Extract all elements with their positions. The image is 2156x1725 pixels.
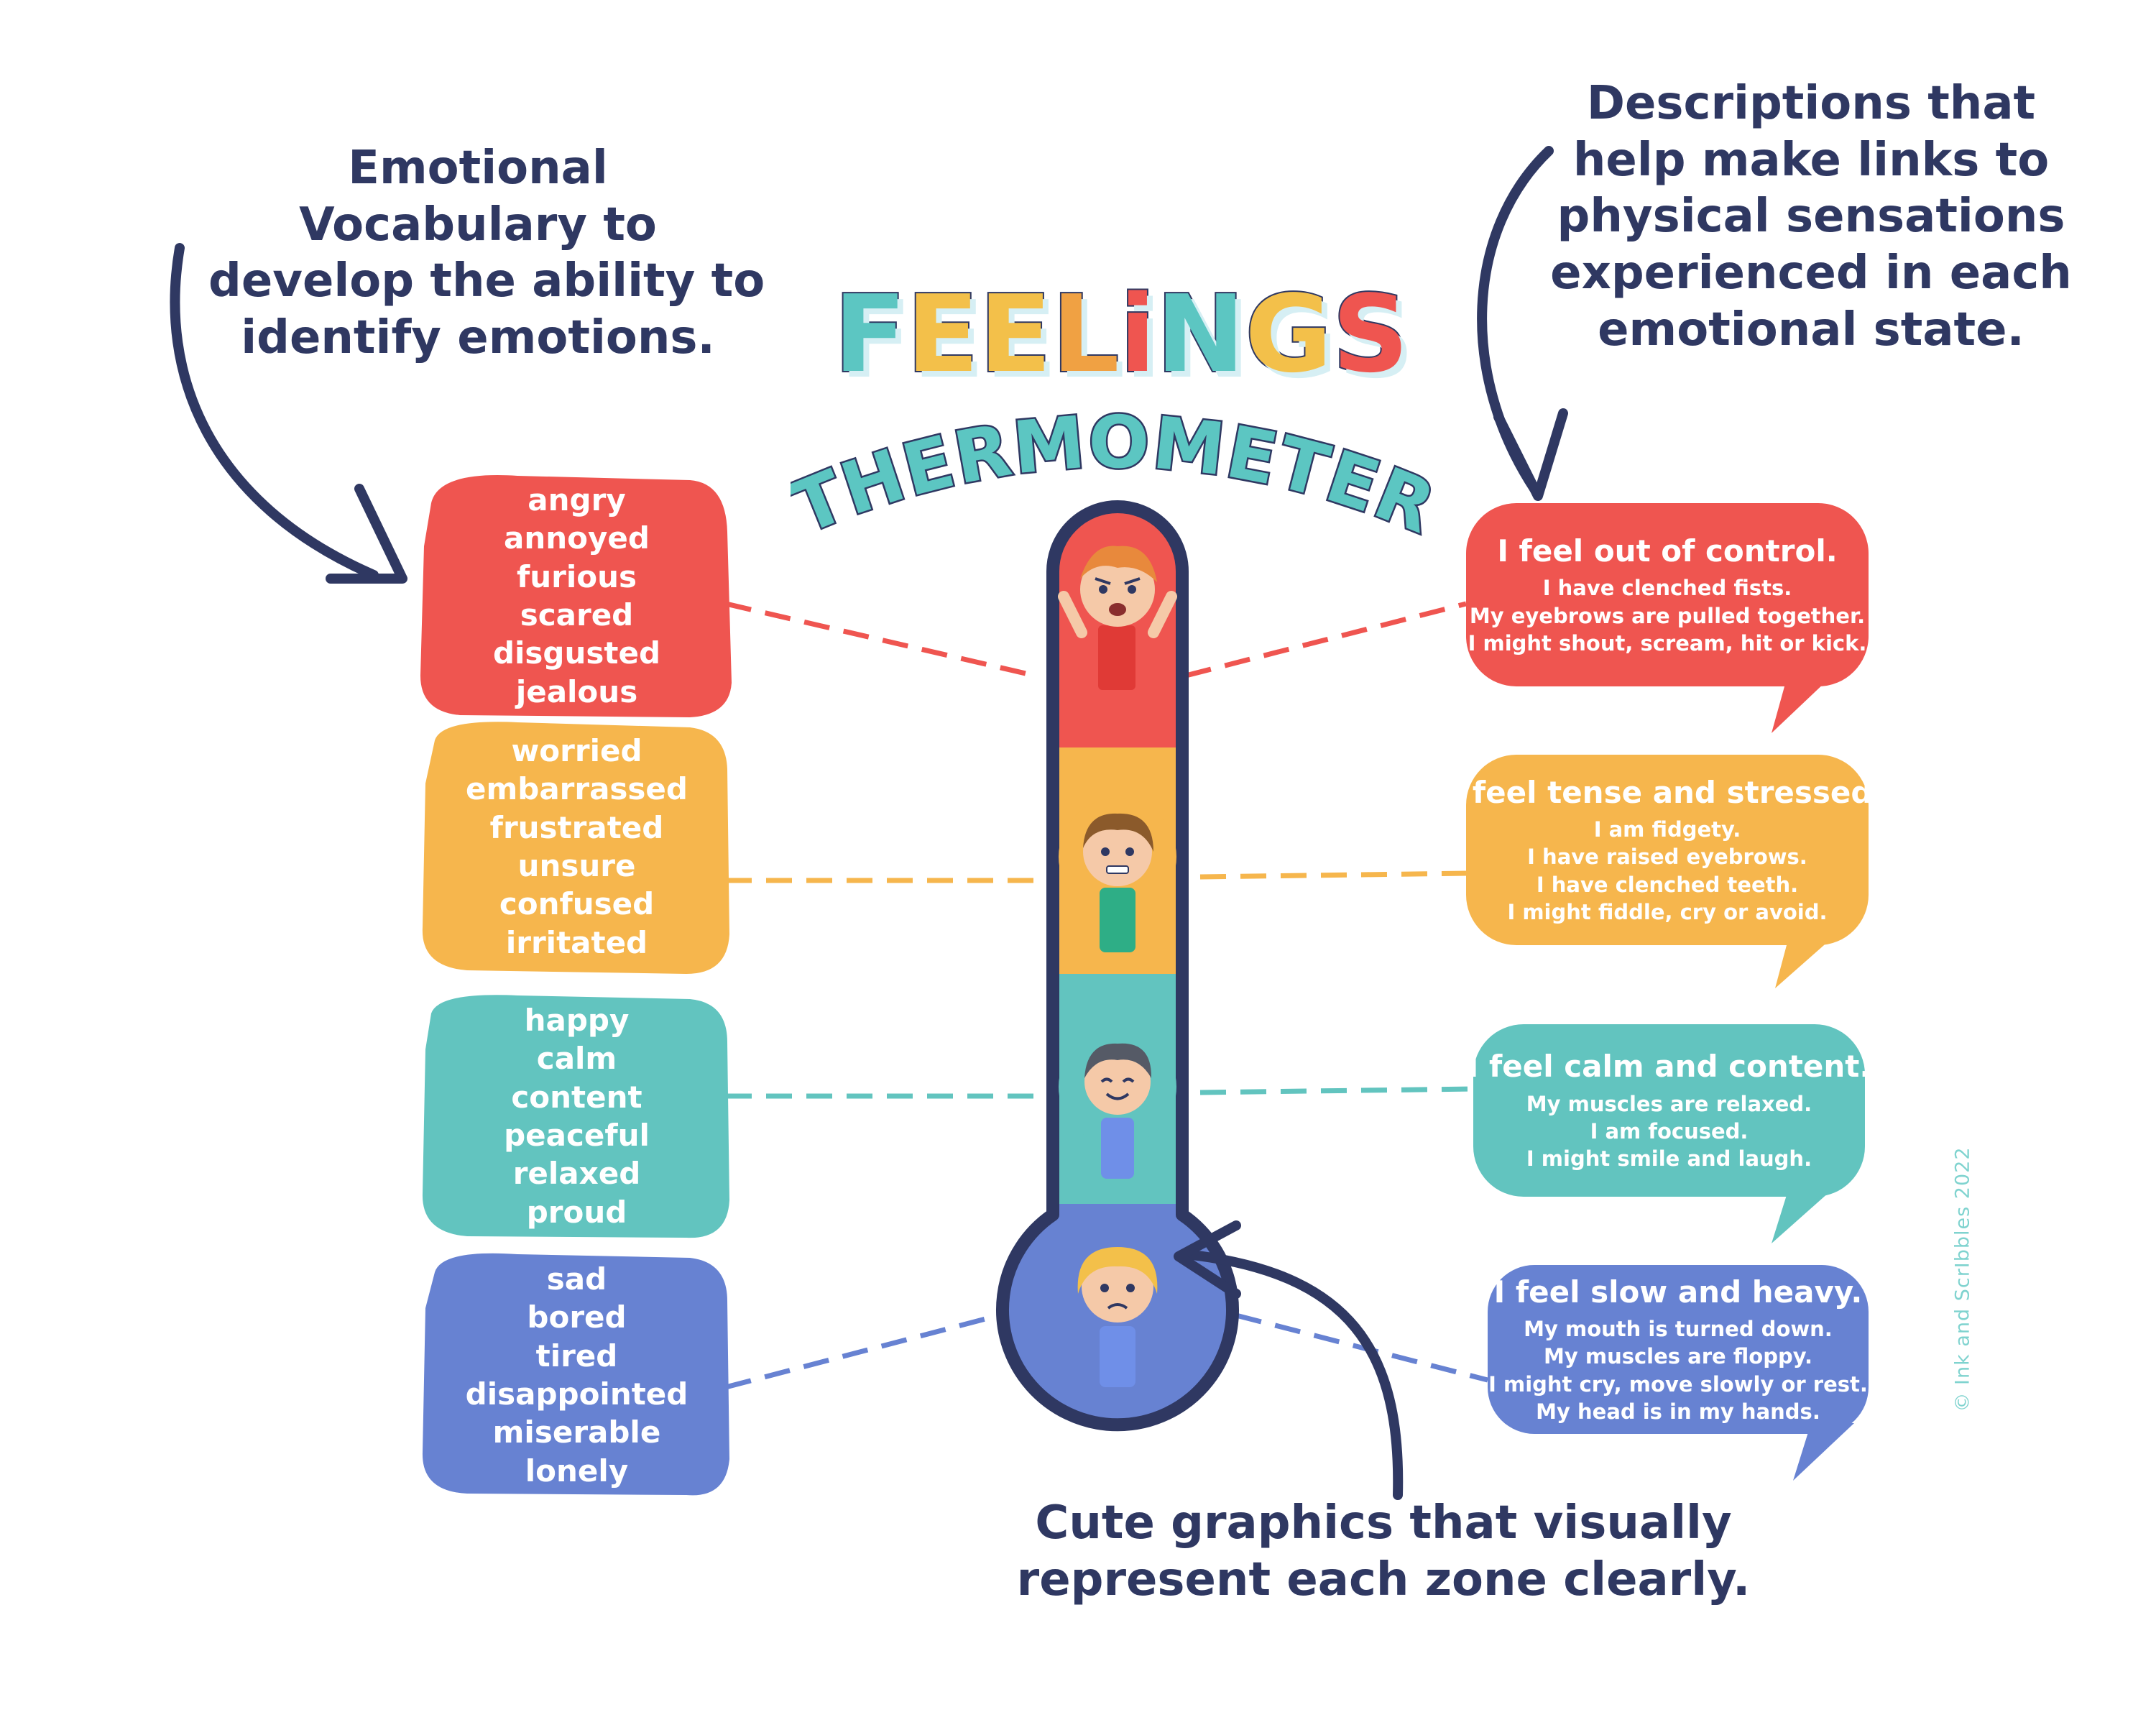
bubble-heading: I feel tense and stressed. <box>1450 774 1884 810</box>
connector-red-right <box>1185 601 1467 678</box>
bubble-line: My head is in my hands. <box>1536 1399 1820 1425</box>
emotion-word: embarrassed <box>466 771 688 807</box>
emotion-word: furious <box>516 558 637 594</box>
emotion-word: frustrated <box>489 809 664 845</box>
annotation-descriptions-line: physical sensations <box>1557 190 2065 244</box>
connector-lines <box>725 601 1488 1390</box>
bubble-line: I might fiddle, cry or avoid. <box>1507 900 1828 925</box>
bubble-heading: I feel out of control. <box>1497 533 1838 569</box>
bubble-line: My muscles are floppy. <box>1544 1344 1812 1369</box>
annotation-descriptions-line: emotional state. <box>1598 303 2024 356</box>
emotion-word: jealous <box>515 673 638 709</box>
emotion-word: irritated <box>505 924 648 960</box>
emotion-word: calm <box>536 1041 617 1077</box>
child-angry-figure <box>1058 546 1177 690</box>
annotation-graphics: Cute graphics that visually represent ea… <box>1003 1495 1764 1608</box>
annotation-descriptions-line: Descriptions that <box>1586 77 2036 130</box>
emotion-word: bored <box>527 1300 627 1335</box>
annotation-descriptions-line: help make links to <box>1572 133 2050 187</box>
copyright-text: © Ink and ScrIbbles 2022 <box>1951 1146 1974 1412</box>
description-bubble-orange: I feel tense and stressed. I am fidgety.… <box>1451 755 1884 945</box>
bubble-line: My eyebrows are pulled together. <box>1469 603 1866 628</box>
child-sad-figure <box>1077 1247 1158 1387</box>
annotation-vocabulary-line: develop the ability to <box>208 254 765 308</box>
connector-blue-left <box>725 1312 1000 1390</box>
emotion-word: worried <box>511 733 642 769</box>
emotion-word: angry <box>528 482 626 518</box>
bubble-line: I am focused. <box>1590 1119 1749 1144</box>
vocabulary-blob-orange: worried embarrassed frustrated unsure co… <box>424 721 729 972</box>
title-letter: i <box>1118 272 1158 396</box>
emotion-word: sad <box>546 1261 607 1297</box>
emotion-word: annoyed <box>504 520 650 556</box>
annotation-graphics-line: Cute graphics that visually <box>1035 1496 1732 1550</box>
bubble-heading: I feel slow and heavy. <box>1493 1274 1863 1310</box>
annotation-graphics-line: represent each zone clearly. <box>1016 1552 1751 1606</box>
title-letter: L <box>1050 272 1120 396</box>
vocabulary-blob-red: angry annoyed furious scared disgusted j… <box>424 474 729 717</box>
emotion-word: scared <box>520 597 634 632</box>
emotion-word: disappointed <box>465 1376 688 1412</box>
bubble-line: I am fidgety. <box>1593 817 1741 842</box>
emotion-word: lonely <box>525 1453 629 1489</box>
emotion-word: disgusted <box>492 635 661 671</box>
vocabulary-blob-teal: happy calm content peaceful relaxed prou… <box>424 994 729 1238</box>
connector-blue-right <box>1235 1312 1488 1383</box>
bubble-line: I have clenched fists. <box>1542 576 1792 601</box>
annotation-arrows <box>170 146 1568 1500</box>
annotation-descriptions-line: experienced in each <box>1550 247 2072 300</box>
emotion-word: tired <box>535 1338 618 1374</box>
annotation-vocabulary-line: Vocabulary to <box>299 198 657 252</box>
title-letter: F <box>832 272 908 396</box>
bubble-heading: I feel calm and content. <box>1467 1049 1871 1085</box>
bubble-line: I might smile and laugh. <box>1526 1146 1812 1172</box>
emotion-word: proud <box>526 1194 627 1230</box>
bubble-line: I have clenched teeth. <box>1536 872 1799 897</box>
emotion-word: miserable <box>492 1414 661 1450</box>
title-letter: N <box>1154 272 1246 396</box>
description-bubble-blue: I feel slow and heavy. My mouth is turne… <box>1488 1265 1869 1434</box>
annotation-vocabulary-line: identify emotions. <box>241 311 715 365</box>
bubble-line: My muscles are relaxed. <box>1526 1091 1812 1116</box>
title-letter: E <box>905 272 980 396</box>
bubble-line: I have raised eyebrows. <box>1527 845 1807 870</box>
connector-red-left <box>725 601 1036 678</box>
annotation-descriptions: Descriptions that help make links to phy… <box>1531 75 2091 359</box>
thermometer-outline <box>996 500 1239 1432</box>
child-calm-figure <box>1084 1043 1152 1179</box>
title-letter: S <box>1331 272 1411 396</box>
child-stressed-figure <box>1083 813 1153 952</box>
title-letter: E <box>977 272 1053 396</box>
emotion-word: happy <box>524 1003 630 1039</box>
arrow-vocabulary <box>170 243 379 580</box>
annotation-vocabulary-line: Emotional <box>348 142 608 195</box>
bubble-line: I might cry, move slowly or rest. <box>1488 1371 1868 1397</box>
bubble-line: My mouth is turned down. <box>1524 1317 1833 1342</box>
vocabulary-blob-blue: sad bored tired disappointed miserable l… <box>424 1253 729 1497</box>
emotion-word: content <box>511 1079 642 1115</box>
svg-text:THERMOMETER: THERMOMETER <box>791 400 1437 551</box>
title-subtitle: THERMOMETER <box>791 398 1437 552</box>
title-letter: G <box>1243 272 1334 396</box>
arrow-graphics <box>1181 1249 1404 1500</box>
emotion-word: confused <box>499 886 655 922</box>
arrow-descriptions-head <box>1493 408 1568 501</box>
connector-orange-right <box>1199 870 1467 880</box>
arrow-vocabulary-head <box>326 484 407 584</box>
connector-teal-right <box>1199 1086 1474 1095</box>
title-thermometer: THERMOMETER <box>791 398 1437 552</box>
bubble-line: I might shout, scream, hit or kick. <box>1468 630 1867 656</box>
emotion-word: peaceful <box>504 1118 650 1153</box>
arrow-graphics-head <box>1174 1220 1241 1299</box>
bubble-shapes <box>1466 503 1869 1434</box>
description-bubble-red: I feel out of control. I have clenched f… <box>1466 503 1869 686</box>
emotion-word: unsure <box>517 848 636 883</box>
emotion-word: relaxed <box>512 1156 641 1192</box>
description-bubble-teal: I feel calm and content. My muscles are … <box>1468 1024 1871 1197</box>
word-blob-shapes <box>420 475 732 1496</box>
annotation-vocabulary: Emotional Vocabulary to develop the abil… <box>208 140 765 367</box>
